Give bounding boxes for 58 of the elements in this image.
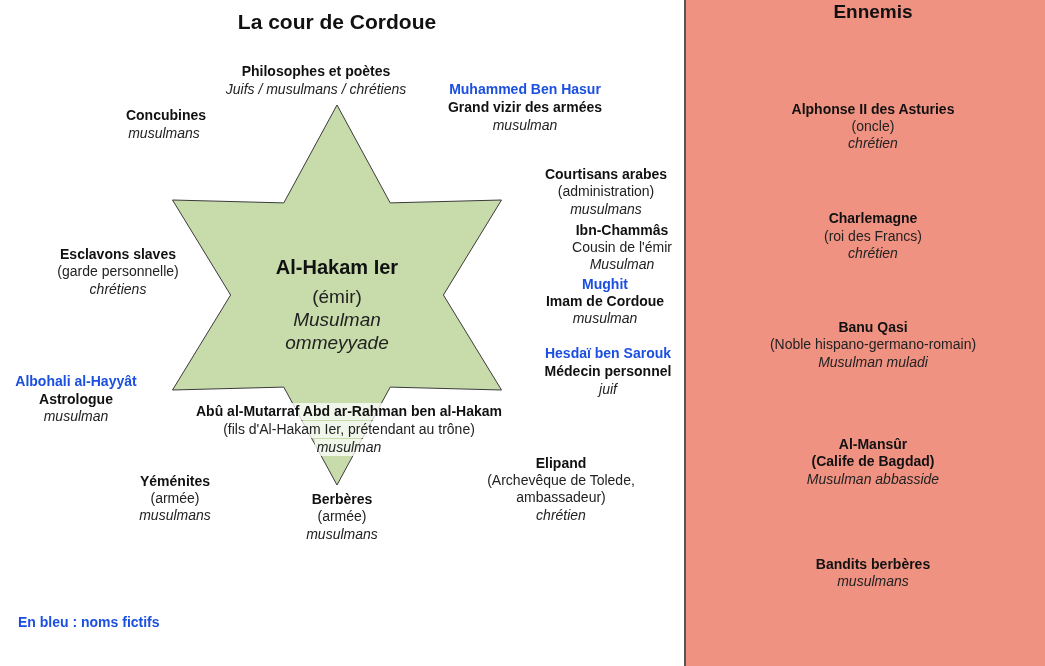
description-label: (fils d'Al-Hakam Ier, prétendant au trône) bbox=[221, 421, 477, 438]
religion-label: chrétiens bbox=[89, 281, 147, 298]
religion-label: Musulman ommeyyade bbox=[284, 308, 390, 354]
title: La cour de Cordoue bbox=[237, 10, 437, 34]
religion-label: musulmans bbox=[837, 573, 909, 590]
name-label: Berbères bbox=[311, 491, 373, 508]
name-label: Yéménites bbox=[140, 473, 210, 490]
religion-label: musulmans bbox=[570, 201, 642, 218]
religion-label: Juifs / musulmans / chrétiens bbox=[225, 81, 407, 98]
description-label: (émir) bbox=[312, 285, 362, 308]
name-label: Alphonse II des Asturies bbox=[791, 101, 955, 118]
description-label: (armée) bbox=[317, 508, 367, 525]
name-label: Grand vizir des armées bbox=[447, 99, 603, 116]
name-label: Elipand bbox=[535, 455, 587, 472]
description-label: (roi des Francs) bbox=[824, 228, 922, 245]
religion-label: Musulman bbox=[589, 256, 655, 273]
religion-label: Musulman abbasside bbox=[806, 471, 940, 488]
name-label: Charlemagne bbox=[828, 210, 918, 227]
description-label: (oncle) bbox=[851, 118, 895, 135]
religion-label: chrétien bbox=[848, 245, 898, 262]
name-label: Ibn-Chammâs bbox=[575, 222, 669, 239]
religion-label: musulmans bbox=[306, 526, 378, 543]
name-label: Médecin personnel bbox=[544, 363, 672, 380]
name-label: Esclavons slaves bbox=[60, 246, 176, 263]
name-label: Al-Mansûr bbox=[838, 436, 908, 453]
description-label: Cousin de l'émir bbox=[572, 239, 672, 256]
name-label: Banu Qasi bbox=[838, 319, 908, 336]
fictional-name: Muhammed Ben Hasur bbox=[449, 81, 601, 98]
religion-label: musulmans bbox=[128, 125, 200, 142]
name-label: Concubines bbox=[125, 107, 207, 124]
fictional-name: Hesdaï ben Sarouk bbox=[545, 345, 671, 362]
description-label: (garde personnelle) bbox=[57, 263, 179, 280]
description-label: (armée) bbox=[150, 490, 200, 507]
name-label: (Calife de Bagdad) bbox=[811, 453, 935, 470]
religion-label: musulman bbox=[572, 310, 638, 327]
fictional-name: Mughit bbox=[582, 276, 628, 293]
religion-label: chrétien bbox=[536, 507, 586, 524]
fictional-name: Albohali al-Hayyât bbox=[15, 373, 137, 390]
religion-label: musulman bbox=[314, 439, 384, 456]
name-label: Bandits berbères bbox=[815, 556, 931, 573]
name-label: Courtisans arabes bbox=[544, 166, 668, 183]
description-label: (Archevêque de Tolede, ambassadeur) bbox=[486, 472, 636, 506]
description-label: (Noble hispano-germano-romain) bbox=[769, 336, 977, 353]
religion-label: Musulman muladi bbox=[818, 354, 928, 371]
religion-label: musulman bbox=[43, 408, 109, 425]
panel-heading: Ennemis bbox=[833, 0, 913, 23]
religion-label: musulman bbox=[492, 117, 558, 134]
name-label: Imam de Cordoue bbox=[545, 293, 665, 310]
religion-label: chrétien bbox=[848, 135, 898, 152]
description-label: (administration) bbox=[557, 183, 655, 200]
religion-label: juif bbox=[599, 381, 617, 398]
religion-label: musulmans bbox=[139, 507, 211, 524]
name-label: Al-Hakam Ier bbox=[275, 255, 399, 279]
name-label: Astrologue bbox=[39, 391, 113, 408]
name-label: Abû al-Mutarraf Abd ar-Rahman ben al-Hakam bbox=[194, 403, 504, 420]
panel bbox=[684, 0, 1045, 666]
name-label: Philosophes et poètes bbox=[241, 63, 391, 80]
note: En bleu : noms fictifs bbox=[18, 614, 160, 631]
